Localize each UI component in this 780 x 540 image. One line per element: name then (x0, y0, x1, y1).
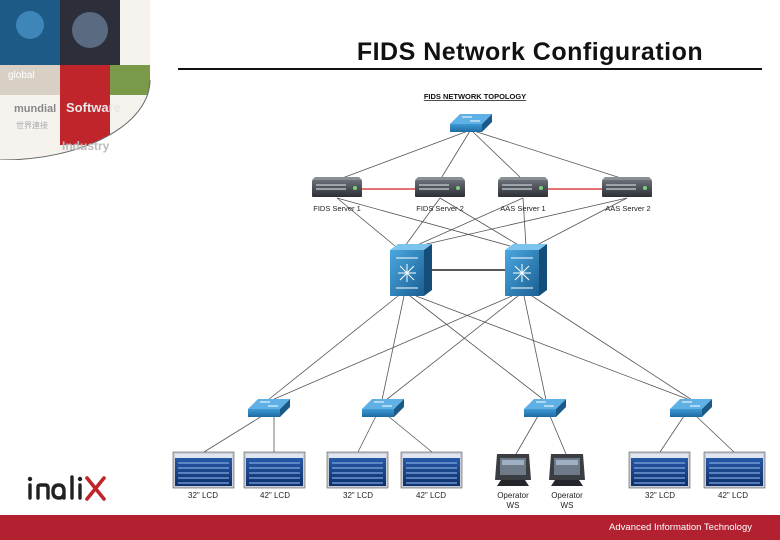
server-label: FIDS Server 2 (416, 204, 464, 213)
lcd-screen-icon (703, 451, 766, 489)
access-switch-2 (362, 399, 404, 417)
layer3-switch-icon (505, 244, 547, 296)
corner-word-industry: Industry (62, 139, 110, 153)
endpoint-lcd-4 (400, 451, 463, 489)
corner-word-cjk: 世界連接 (16, 120, 48, 130)
access-switch-4 (670, 399, 712, 417)
rack-server-icon (415, 177, 465, 197)
switch-icon (524, 399, 566, 417)
network-topology-diagram: FIDS NETWORK TOPOLOGY (172, 92, 766, 510)
footer-bar: Advanced Information Technology (0, 515, 780, 540)
lcd-screen-icon (326, 451, 389, 489)
corner-word-software: Software (66, 100, 121, 115)
endpoint-operator-2 (549, 454, 585, 486)
endpoint-label: 42" LCD (718, 491, 748, 500)
rack-server-icon (312, 177, 362, 197)
lcd-screen-icon (243, 451, 306, 489)
endpoint-label: 32" LCD (645, 491, 675, 500)
layer3-switch-icon (390, 244, 432, 296)
switch-icon (450, 114, 492, 132)
endpoint-label: 42" LCD (260, 491, 290, 500)
rack-server-icon (602, 177, 652, 197)
server-fids-2 (415, 177, 465, 197)
access-switch-1 (248, 399, 290, 417)
endpoint-lcd-2 (243, 451, 306, 489)
slide-title: FIDS Network Configuration (356, 38, 704, 66)
touch-terminal-icon (549, 454, 585, 486)
server-label: AAS Server 1 (500, 204, 545, 213)
server-to-distribution-links (336, 197, 628, 247)
distribution-switch-2 (505, 244, 547, 296)
switch-icon (362, 399, 404, 417)
server-aas-1 (498, 177, 548, 197)
footer-text: Advanced Information Technology (609, 522, 752, 533)
endpoint-lcd-1 (172, 451, 235, 489)
server-aas-2 (602, 177, 652, 197)
access-to-endpoint-links (203, 415, 735, 455)
endpoint-label: Operator (497, 491, 529, 500)
endpoint-lcd-5 (628, 451, 691, 489)
endpoint-label: 32" LCD (343, 491, 373, 500)
distribution-to-access-links (267, 295, 693, 401)
endpoint-label: 42" LCD (416, 491, 446, 500)
core-to-server-links (336, 130, 628, 181)
distribution-switch-1 (390, 244, 432, 296)
server-fids-1 (312, 177, 362, 197)
lcd-screen-icon (172, 451, 235, 489)
title-underline (178, 68, 762, 70)
switch-icon (248, 399, 290, 417)
endpoint-lcd-6 (703, 451, 766, 489)
brand-logo (27, 475, 106, 501)
switch-icon (670, 399, 712, 417)
rack-server-icon (498, 177, 548, 197)
endpoint-operator-1 (495, 454, 531, 486)
endpoint-sublabel: WS (507, 501, 520, 510)
server-label: AAS Server 2 (605, 204, 650, 213)
lcd-screen-icon (400, 451, 463, 489)
corner-word-global: global (8, 70, 35, 81)
access-switch-3 (524, 399, 566, 417)
touch-terminal-icon (495, 454, 531, 486)
server-label: FIDS Server 1 (313, 204, 361, 213)
endpoint-sublabel: WS (561, 501, 574, 510)
lcd-screen-icon (628, 451, 691, 489)
diagram-heading: FIDS NETWORK TOPOLOGY (424, 92, 526, 101)
corner-decoration-logo: global mundial 世界連接 Software Industry (0, 0, 151, 160)
endpoint-label: 32" LCD (188, 491, 218, 500)
endpoint-lcd-3 (326, 451, 389, 489)
endpoint-label: Operator (551, 491, 583, 500)
corner-word-mundial: mundial (14, 103, 56, 115)
